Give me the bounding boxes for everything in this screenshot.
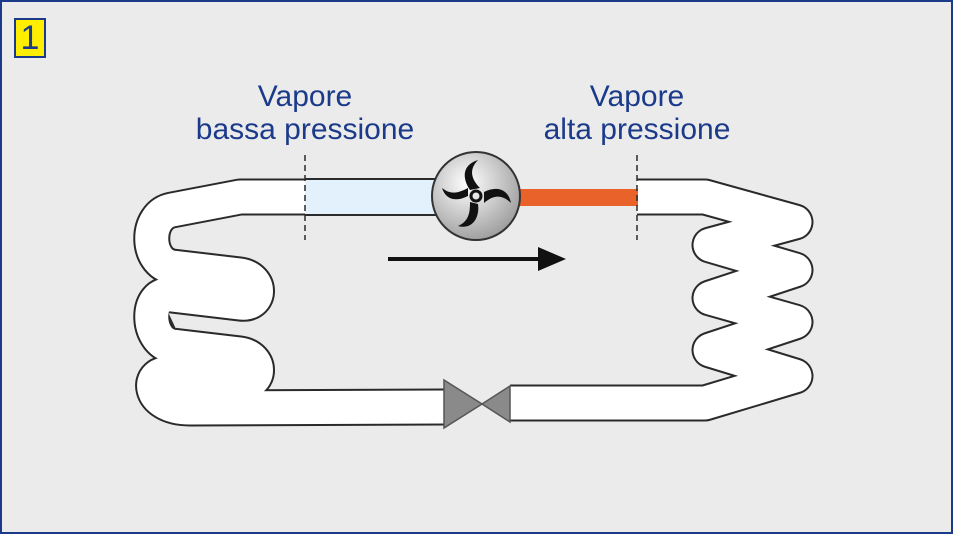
pipe-circuit bbox=[133, 178, 814, 427]
low-pressure-label-line2: bassa pressione bbox=[195, 113, 415, 146]
high-pressure-label-line1: Vapore bbox=[589, 80, 685, 113]
figure-number-badge: 1 bbox=[14, 18, 46, 58]
low-pressure-segment bbox=[305, 180, 437, 214]
high-pressure-label-line2: alta pressione bbox=[543, 113, 731, 146]
high-pressure-label: Vapore alta pressione bbox=[527, 80, 747, 146]
compressor-icon bbox=[431, 151, 521, 241]
low-pressure-label: Vapore bassa pressione bbox=[180, 80, 430, 146]
flow-arrow-icon bbox=[388, 247, 566, 271]
low-pressure-label-line1: Vapore bbox=[257, 80, 353, 113]
high-pressure-segment bbox=[518, 189, 638, 206]
expansion-valve-icon bbox=[443, 378, 511, 430]
